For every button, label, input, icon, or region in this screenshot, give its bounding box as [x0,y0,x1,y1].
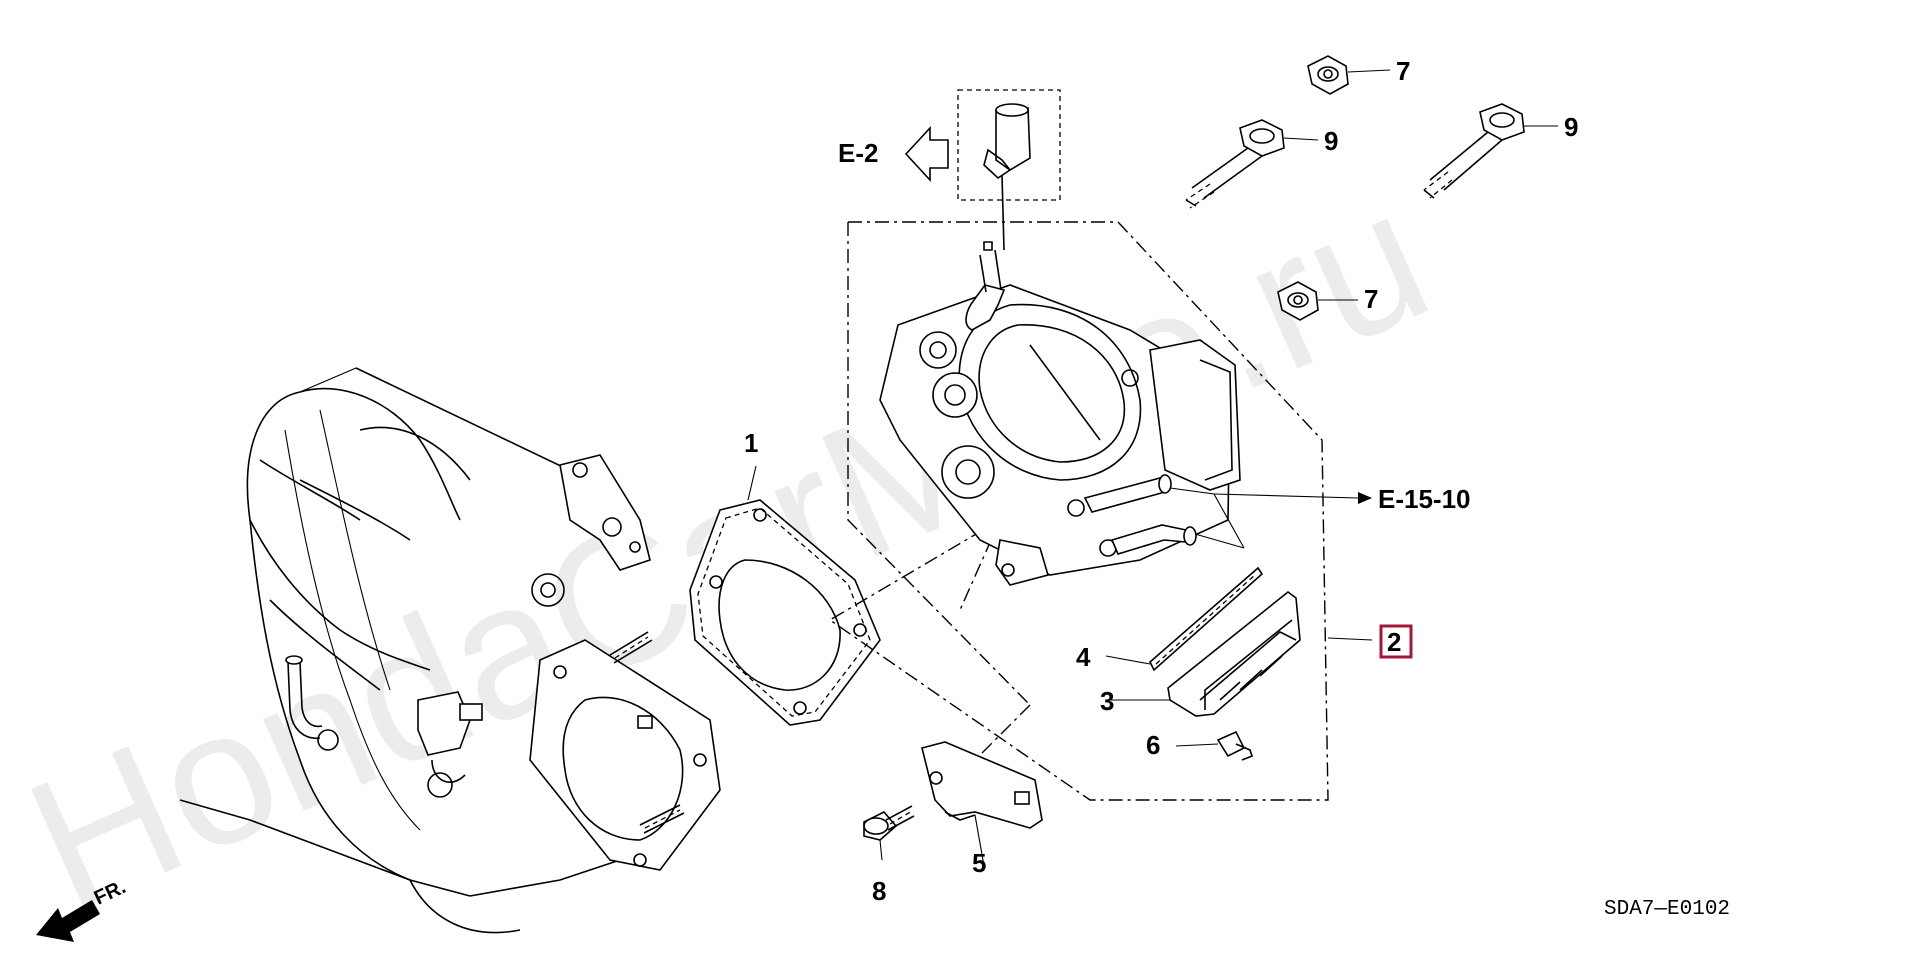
reference-e2-label[interactable]: E-2 [838,138,878,168]
hose-connector-detail [957,89,1061,251]
e2-reference-arrow[interactable] [904,125,949,183]
callout-1[interactable]: 1 [744,428,758,458]
callout-8[interactable]: 8 [872,876,886,906]
assembly-boundary [828,221,1329,801]
bolt-part-9-right[interactable] [1423,103,1525,199]
callout-7-lower[interactable]: 7 [1364,284,1378,314]
callout-9-left[interactable]: 9 [1324,126,1338,156]
nut-part-7-lower[interactable] [1277,281,1319,321]
bolt-part-9-left[interactable] [1185,119,1285,209]
front-direction-arrow-icon [36,900,100,942]
cover-part-3[interactable] [1167,590,1301,717]
seal-part-4[interactable] [1149,566,1264,672]
assembly-boundary-lower [847,222,1031,796]
leader-lines [747,69,1558,867]
throttle-body [879,241,1241,586]
callout-2-highlight-box[interactable] [1379,624,1413,659]
callout-7-upper[interactable]: 7 [1396,56,1410,86]
callout-4[interactable]: 4 [1076,642,1091,672]
bolt-part-8[interactable] [863,805,915,841]
callout-2[interactable]: 2 [1387,627,1401,657]
e15-arrow-head [1358,492,1372,504]
callout-5[interactable]: 5 [972,848,986,878]
screw-part-6[interactable] [1216,730,1253,761]
callout-6[interactable]: 6 [1146,730,1160,760]
diagram-code: SDA7—E0102 [1604,898,1730,921]
callout-9-right[interactable]: 9 [1564,112,1578,142]
intake-manifold [179,367,721,934]
bracket-part-5[interactable] [921,741,1043,829]
nut-part-7-upper[interactable] [1307,55,1349,95]
callout-3[interactable]: 3 [1100,686,1114,716]
gasket-part-1[interactable] [689,499,881,726]
reference-e15-10-label[interactable]: E-15-10 [1378,484,1471,514]
